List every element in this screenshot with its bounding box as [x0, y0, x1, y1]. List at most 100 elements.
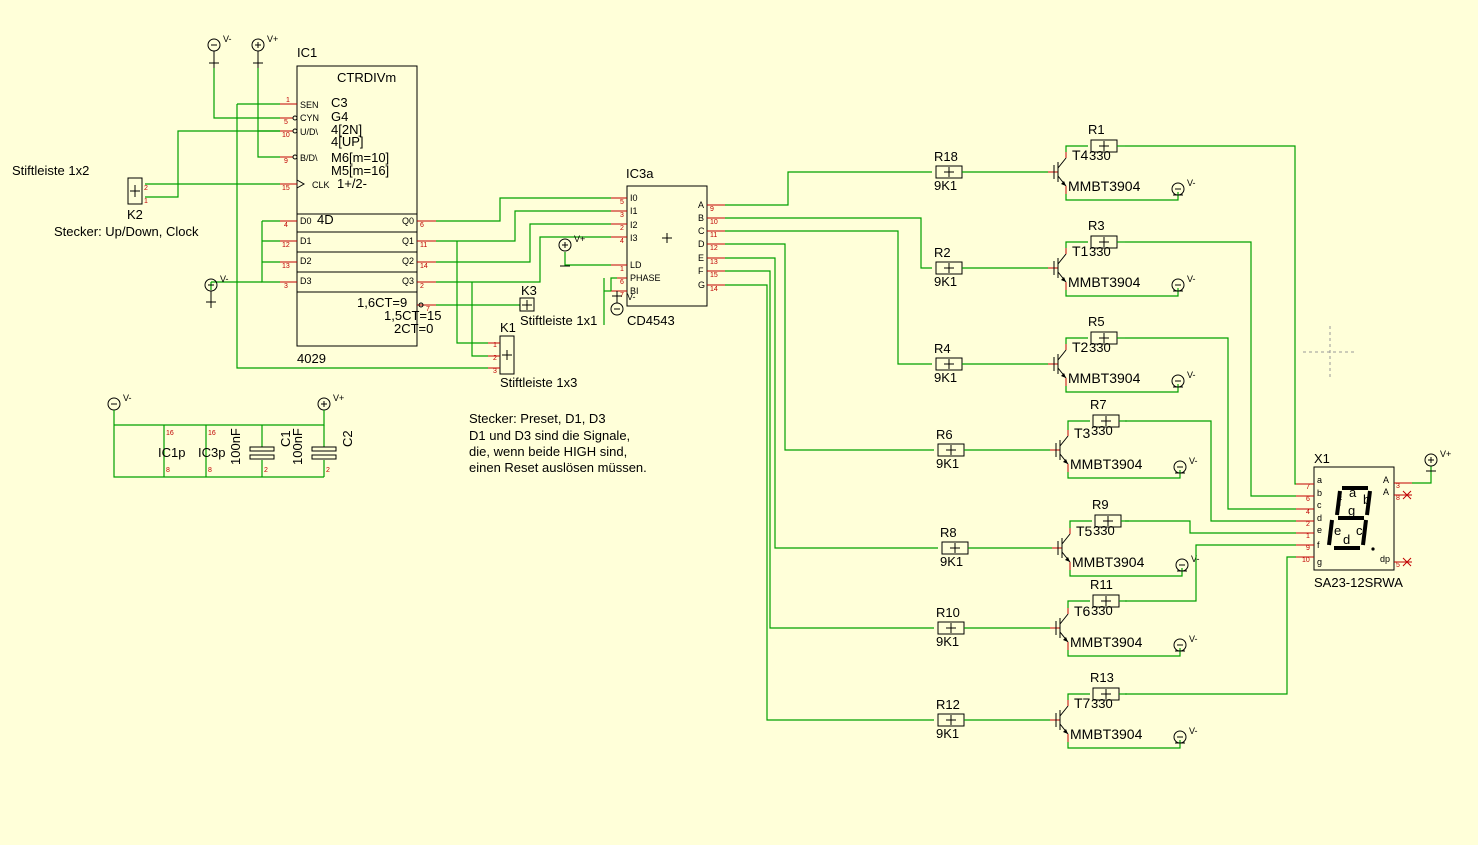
collector-resistor-ref: R11	[1090, 577, 1113, 592]
note-line-1: Stecker: Preset, D1, D3	[469, 411, 606, 426]
ic1-pin-clk: CLK	[312, 180, 330, 190]
svg-text:8: 8	[208, 467, 212, 474]
base-resistor-value: 9K1	[934, 178, 957, 193]
ic1-d2: D2	[300, 256, 312, 266]
svg-text:13: 13	[282, 263, 290, 270]
ic3-bi: BI	[630, 286, 639, 296]
power-symbols: V- V+ V- V+ V-	[204, 34, 636, 316]
transistor-ref: T1	[1072, 243, 1089, 259]
display-x1[interactable]: X1 SA23-12SRWA a b c d e f g A A dp a b …	[1296, 449, 1451, 590]
base-resistor-value: 9K1	[940, 554, 963, 569]
ic3-decoder[interactable]: IC3a I0 I1 I2 I3 LD PHASE BI A B C D E F…	[611, 166, 725, 328]
k1-type: Stiftleiste 1x3	[500, 375, 577, 390]
svg-text:12: 12	[710, 245, 718, 252]
driver-stages: R189K1T4MMBT3904R1330V-R29K1T1MMBT3904R3…	[934, 122, 1200, 749]
svg-text:15: 15	[710, 272, 718, 279]
svg-text:7: 7	[426, 306, 430, 313]
svg-text:1: 1	[286, 97, 290, 104]
v-minus-label: V-	[1189, 726, 1198, 736]
ic3-i3: I3	[630, 233, 638, 243]
connector-k1[interactable]: K1 Stiftleiste 1x3 123	[488, 320, 577, 390]
ic1-ref: IC1	[297, 45, 317, 60]
transistor-ref: T7	[1074, 695, 1091, 711]
svg-text:3: 3	[620, 212, 624, 219]
transistor-model: MMBT3904	[1068, 274, 1141, 290]
svg-text:A: A	[1383, 475, 1389, 485]
k3-ref: K3	[521, 283, 537, 298]
transistor-ref: T2	[1072, 339, 1089, 355]
ic3-e: E	[698, 253, 704, 263]
ic1-bus: 4D	[317, 212, 334, 227]
svg-text:10: 10	[1302, 557, 1310, 564]
svg-text:V-: V-	[223, 34, 232, 44]
svg-text:4: 4	[284, 222, 288, 229]
k2-type: Stiftleiste 1x2	[12, 163, 89, 178]
svg-text:2: 2	[620, 225, 624, 232]
base-resistor-value: 9K1	[934, 274, 957, 289]
k2-ref: K2	[127, 207, 143, 222]
svg-text:V-: V-	[123, 393, 132, 403]
svg-text:6: 6	[1306, 496, 1310, 503]
collector-resistor-value: 330	[1091, 603, 1113, 618]
ic3p-label: IC3p	[198, 445, 225, 460]
svg-text:13: 13	[710, 259, 718, 266]
ic3-i1: I1	[630, 206, 638, 216]
svg-text:b: b	[1363, 492, 1370, 507]
connector-k3[interactable]: K3 Stiftleiste 1x1	[519, 283, 597, 328]
ic1-ctrl-up: 4[UP]	[331, 134, 364, 149]
svg-text:6: 6	[420, 222, 424, 229]
svg-text:10: 10	[710, 219, 718, 226]
ic1-ctrl-dir: 1+/2-	[337, 176, 367, 191]
svg-text:7: 7	[1306, 484, 1310, 491]
svg-text:16: 16	[166, 430, 174, 437]
svg-text:b: b	[1317, 488, 1322, 498]
svg-text:2: 2	[144, 185, 148, 192]
ic1-pin-ud: U/D\	[300, 127, 318, 137]
collector-resistor-value: 330	[1089, 148, 1111, 163]
ic1-d3: D3	[300, 276, 312, 286]
svg-text:V+: V+	[333, 393, 344, 403]
base-resistor-value: 9K1	[936, 726, 959, 741]
svg-text:d: d	[1317, 513, 1322, 523]
ic3-i0: I0	[630, 193, 638, 203]
ic3-d: D	[698, 239, 705, 249]
note-line-2: D1 und D3 sind die Signale,	[469, 428, 630, 443]
svg-text:4: 4	[620, 238, 624, 245]
svg-text:3: 3	[493, 368, 497, 375]
transistor-ref: T5	[1076, 523, 1093, 539]
svg-text:8: 8	[166, 467, 170, 474]
ic1-part: 4029	[297, 351, 326, 366]
collector-resistor-ref: R3	[1088, 218, 1105, 233]
transistor-model: MMBT3904	[1068, 370, 1141, 386]
collector-resistor-ref: R7	[1090, 397, 1107, 412]
base-resistor-ref: R18	[934, 149, 958, 164]
svg-text:V+: V+	[267, 34, 278, 44]
ic1-counter[interactable]: IC1 CTRDIVm SEN CYN U/D\ B/D\ CLK C3 G4 …	[280, 45, 441, 366]
ic1-ctrl-g4: G4	[331, 109, 348, 124]
transistor-model: MMBT3904	[1072, 554, 1145, 570]
base-resistor-value: 9K1	[936, 634, 959, 649]
svg-text:15: 15	[282, 185, 290, 192]
svg-text:a: a	[1317, 475, 1322, 485]
wires-display	[1125, 145, 1296, 695]
connector-k2[interactable]: Stiftleiste 1x2 K2 Stecker: Up/Down, Clo…	[12, 163, 199, 239]
ic3-f: F	[698, 266, 704, 276]
svg-text:11: 11	[420, 242, 427, 249]
collector-resistor-ref: R9	[1092, 497, 1109, 512]
svg-text:e: e	[1334, 523, 1341, 538]
crosshair-cursor	[1303, 326, 1357, 380]
seven-segment-graphic: a b c d e f g	[1327, 485, 1375, 551]
svg-text:12: 12	[282, 242, 290, 249]
ic1-q3: Q3	[402, 276, 414, 286]
base-resistor-ref: R4	[934, 341, 951, 356]
svg-text:g: g	[1348, 503, 1355, 518]
